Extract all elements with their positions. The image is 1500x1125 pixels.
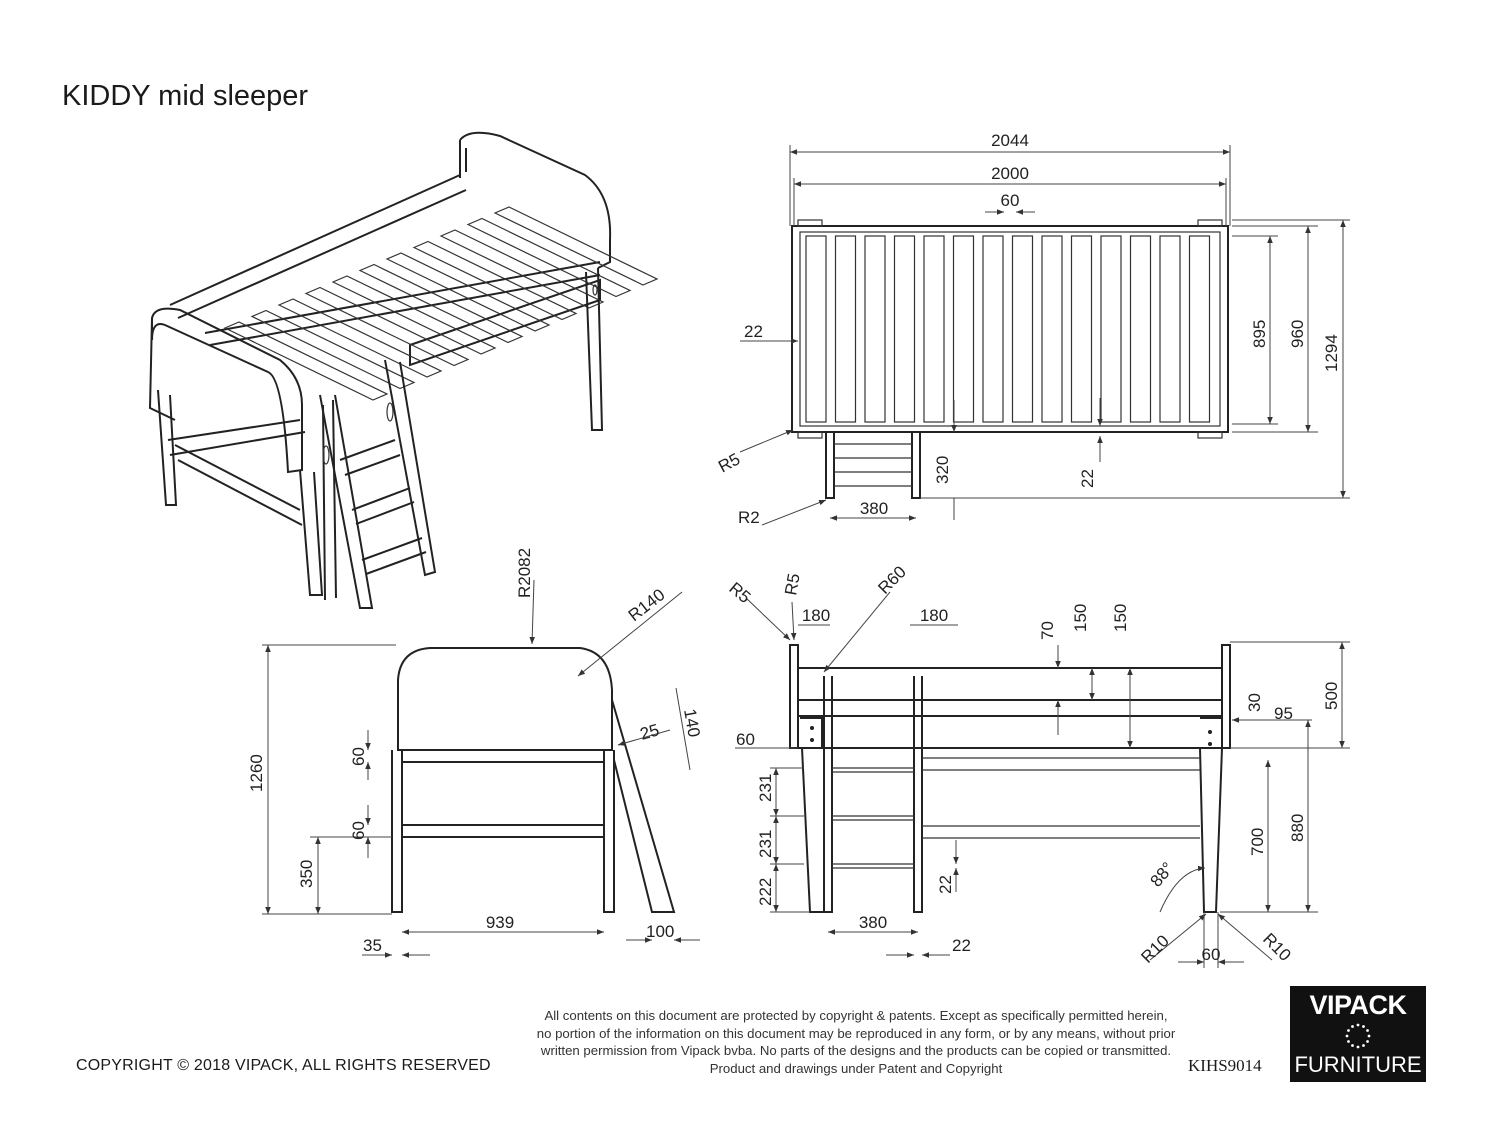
iso-slat	[493, 206, 659, 286]
star	[1351, 1044, 1354, 1047]
slat	[1129, 235, 1152, 423]
star	[1362, 1044, 1365, 1047]
star	[1351, 1025, 1354, 1028]
dim-700: 700	[1248, 828, 1267, 856]
dim-22-slat: 22	[1078, 469, 1097, 488]
dim-380-side: 380	[859, 913, 887, 932]
dim-r60: R60	[874, 562, 909, 597]
dim-960: 960	[1288, 320, 1307, 348]
dim-22-side: 22	[744, 322, 763, 341]
page-title: KIDDY mid sleeper	[62, 80, 309, 112]
iso-slat	[277, 298, 443, 378]
star	[1356, 1045, 1360, 1049]
star	[1367, 1034, 1371, 1038]
dim-1294: 1294	[1322, 334, 1341, 372]
dim-r2082: R2082	[515, 548, 534, 598]
dim-r10-a: R10	[1137, 931, 1172, 966]
iso-slat	[466, 217, 632, 298]
dim-r140: R140	[625, 585, 669, 625]
dim-60-end-a: 60	[349, 747, 368, 766]
slat	[1100, 235, 1122, 423]
iso-slat	[250, 309, 416, 390]
dim-2000: 2000	[991, 164, 1029, 183]
dim-30: 30	[1245, 693, 1264, 712]
dim-95: 95	[1274, 704, 1293, 723]
iso-slat	[439, 229, 605, 309]
star	[1366, 1040, 1369, 1043]
dim-60-end-b: 60	[349, 821, 368, 840]
dim-60-side: 60	[736, 730, 755, 749]
dim-22-tread-b: 22	[952, 936, 971, 955]
star	[1347, 1040, 1350, 1043]
side-view	[735, 591, 1350, 968]
iso-slat	[331, 275, 497, 355]
dim-231-b: 231	[756, 830, 775, 858]
slat	[834, 235, 857, 423]
star	[1347, 1029, 1350, 1032]
dim-r5-side-b: R5	[781, 572, 803, 597]
vipack-logo: VIPACK FURNITURE	[1290, 986, 1426, 1082]
dim-1260: 1260	[247, 754, 266, 792]
dim-350: 350	[297, 860, 316, 888]
slat	[1070, 235, 1093, 423]
dim-150-a: 150	[1071, 604, 1090, 632]
dim-r5-top: R5	[715, 449, 743, 476]
dim-231-a: 231	[756, 774, 775, 802]
star	[1366, 1029, 1369, 1032]
slat	[1041, 235, 1063, 423]
top-view	[739, 145, 1350, 526]
dim-35: 35	[363, 936, 382, 955]
iso-slat	[412, 240, 578, 321]
dim-r2-top: R2	[738, 508, 760, 527]
star	[1345, 1034, 1349, 1038]
dim-70: 70	[1038, 621, 1057, 640]
slat	[1159, 235, 1181, 423]
dim-60-foot: 60	[1202, 945, 1221, 964]
logo-subtitle: FURNITURE	[1294, 1052, 1422, 1077]
iso-slat	[304, 286, 470, 367]
iso-slat	[385, 252, 551, 332]
slat	[805, 235, 827, 423]
dim-88-degree: 88°	[1147, 859, 1178, 891]
product-code: KIHS9014	[1188, 1056, 1262, 1075]
slat	[952, 235, 975, 423]
dim-25: 25	[638, 720, 661, 743]
dim-880: 880	[1288, 814, 1307, 842]
dim-140-ladder: 140	[680, 707, 704, 738]
dim-180-a: 180	[802, 606, 830, 625]
slat	[923, 235, 945, 423]
slat	[982, 235, 1004, 423]
slat	[1011, 235, 1034, 423]
iso-slat	[358, 263, 524, 344]
slat	[893, 235, 916, 423]
iso-slat	[223, 321, 389, 401]
star	[1356, 1023, 1360, 1027]
slat	[1188, 235, 1211, 423]
logo-wordmark: VIPACK	[1309, 990, 1407, 1020]
dim-500: 500	[1322, 682, 1341, 710]
dim-100: 100	[646, 922, 674, 941]
dim-320: 320	[933, 456, 952, 484]
copyright-notice: COPYRIGHT © 2018 VIPACK, ALL RIGHTS RESE…	[76, 1057, 491, 1074]
dim-60-top: 60	[1001, 191, 1020, 210]
dim-r5-side-a: R5	[725, 579, 754, 608]
isometric-view	[148, 131, 659, 609]
dim-939: 939	[486, 913, 514, 932]
dim-180-b: 180	[920, 606, 948, 625]
end-view	[262, 579, 700, 958]
star	[1362, 1025, 1365, 1028]
dim-r10-b: R10	[1259, 929, 1294, 964]
dim-222: 222	[756, 878, 775, 906]
dim-380-top: 380	[860, 499, 888, 518]
dim-150-b: 150	[1111, 604, 1130, 632]
dim-22-tread-a: 22	[936, 875, 955, 894]
legal-notice: All contents on this document are protec…	[536, 1008, 1176, 1076]
dim-2044: 2044	[991, 131, 1029, 150]
dim-895: 895	[1250, 320, 1269, 348]
eu-stars-icon	[1345, 1023, 1371, 1049]
slat	[864, 235, 886, 423]
